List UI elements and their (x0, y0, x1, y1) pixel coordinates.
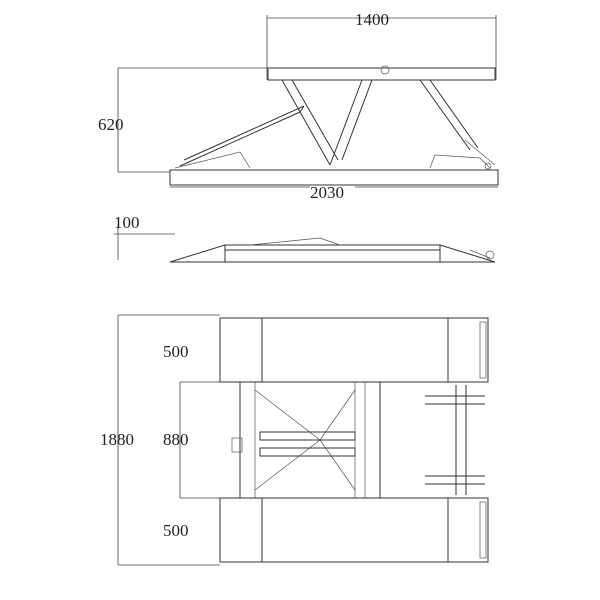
dim-plan-lines (117, 314, 240, 566)
dim-880-label: 880 (163, 430, 189, 449)
lowered-view: 100 (114, 213, 496, 263)
platform-top (261, 317, 449, 383)
platform-top-left-ramp (219, 317, 263, 383)
center-frame (239, 381, 381, 499)
end-detail-top (479, 321, 487, 379)
dim-100-label: 100 (114, 213, 140, 232)
platform-top-right-end (447, 317, 489, 383)
platform-bottom-left-ramp (219, 497, 263, 563)
right-support-bar (455, 385, 467, 495)
dim-620-label: 620 (98, 115, 124, 134)
platform-bottom-right-end (447, 497, 489, 563)
pivot-pin (380, 65, 390, 75)
cross-beam-lower (259, 447, 356, 457)
platform-top (267, 67, 496, 81)
dim-1400-lines (266, 15, 497, 80)
lowered-wheel (485, 250, 495, 260)
lowered-lift (169, 244, 496, 263)
lowered-details (249, 237, 491, 259)
end-detail-bottom (479, 501, 487, 559)
dim-1880-label: 1880 (100, 430, 134, 449)
right-brackets (425, 395, 485, 485)
dim-2030-label: 2030 (310, 183, 344, 202)
dim-100-lines (114, 225, 175, 260)
dim-500-bottom-label: 500 (163, 521, 189, 540)
base-details (174, 139, 496, 169)
dim-1400-label: 1400 (355, 10, 389, 29)
dim-500-top-label: 500 (163, 342, 189, 361)
platform-bottom (261, 497, 449, 563)
dim-620-lines (117, 67, 268, 173)
base-frame (169, 169, 499, 186)
wheel (484, 162, 492, 170)
plan-view: 1880 500 880 500 (100, 314, 489, 566)
scissor-arms (281, 79, 479, 166)
cross-beam-upper (259, 431, 356, 441)
hydraulic-cylinder (179, 105, 305, 167)
mount-plate (231, 437, 243, 453)
side-view: 1400 620 2030 (98, 10, 499, 202)
